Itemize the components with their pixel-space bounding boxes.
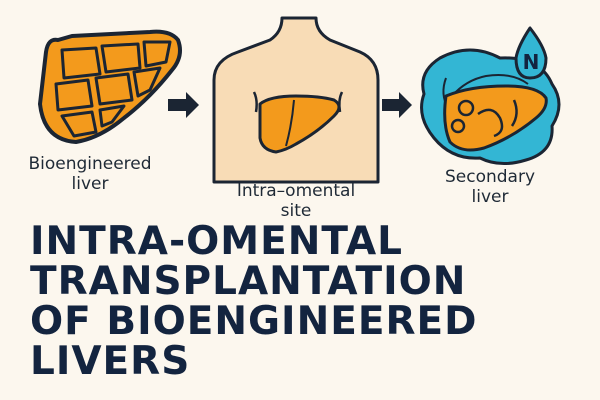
title-line: OF BIOENGINEERED [30, 299, 478, 344]
page-title: INTRA-OMENTAL TRANSPLANTATION OF BIOENGI… [30, 222, 590, 382]
title-line: LIVERS [30, 339, 191, 384]
badge-letter: N [523, 50, 540, 74]
right-arrow-icon [382, 92, 412, 118]
step-label-line: liver [71, 174, 109, 194]
step-label-line: site [280, 201, 312, 221]
step-label-line: liver [471, 187, 509, 207]
step-label-line: Intra–omental [236, 181, 356, 201]
title-line: INTRA-OMENTAL [30, 219, 404, 264]
step-label-line: Secondary [444, 167, 536, 187]
torso-with-liver-icon [212, 16, 380, 184]
title-line: TRANSPLANTATION [30, 259, 467, 304]
step-label-line: Bioengineered [28, 154, 152, 174]
nitrogen-drop-icon: N [514, 26, 548, 80]
right-arrow-icon [168, 92, 199, 118]
step-label-bioengineered-liver: Bioengineered liver [20, 154, 160, 194]
step-label-secondary-liver: Secondary liver [420, 167, 560, 207]
step-label-intra-omental-site: Intra–omental site [216, 181, 376, 221]
bioengineered-liver-icon [38, 29, 182, 144]
